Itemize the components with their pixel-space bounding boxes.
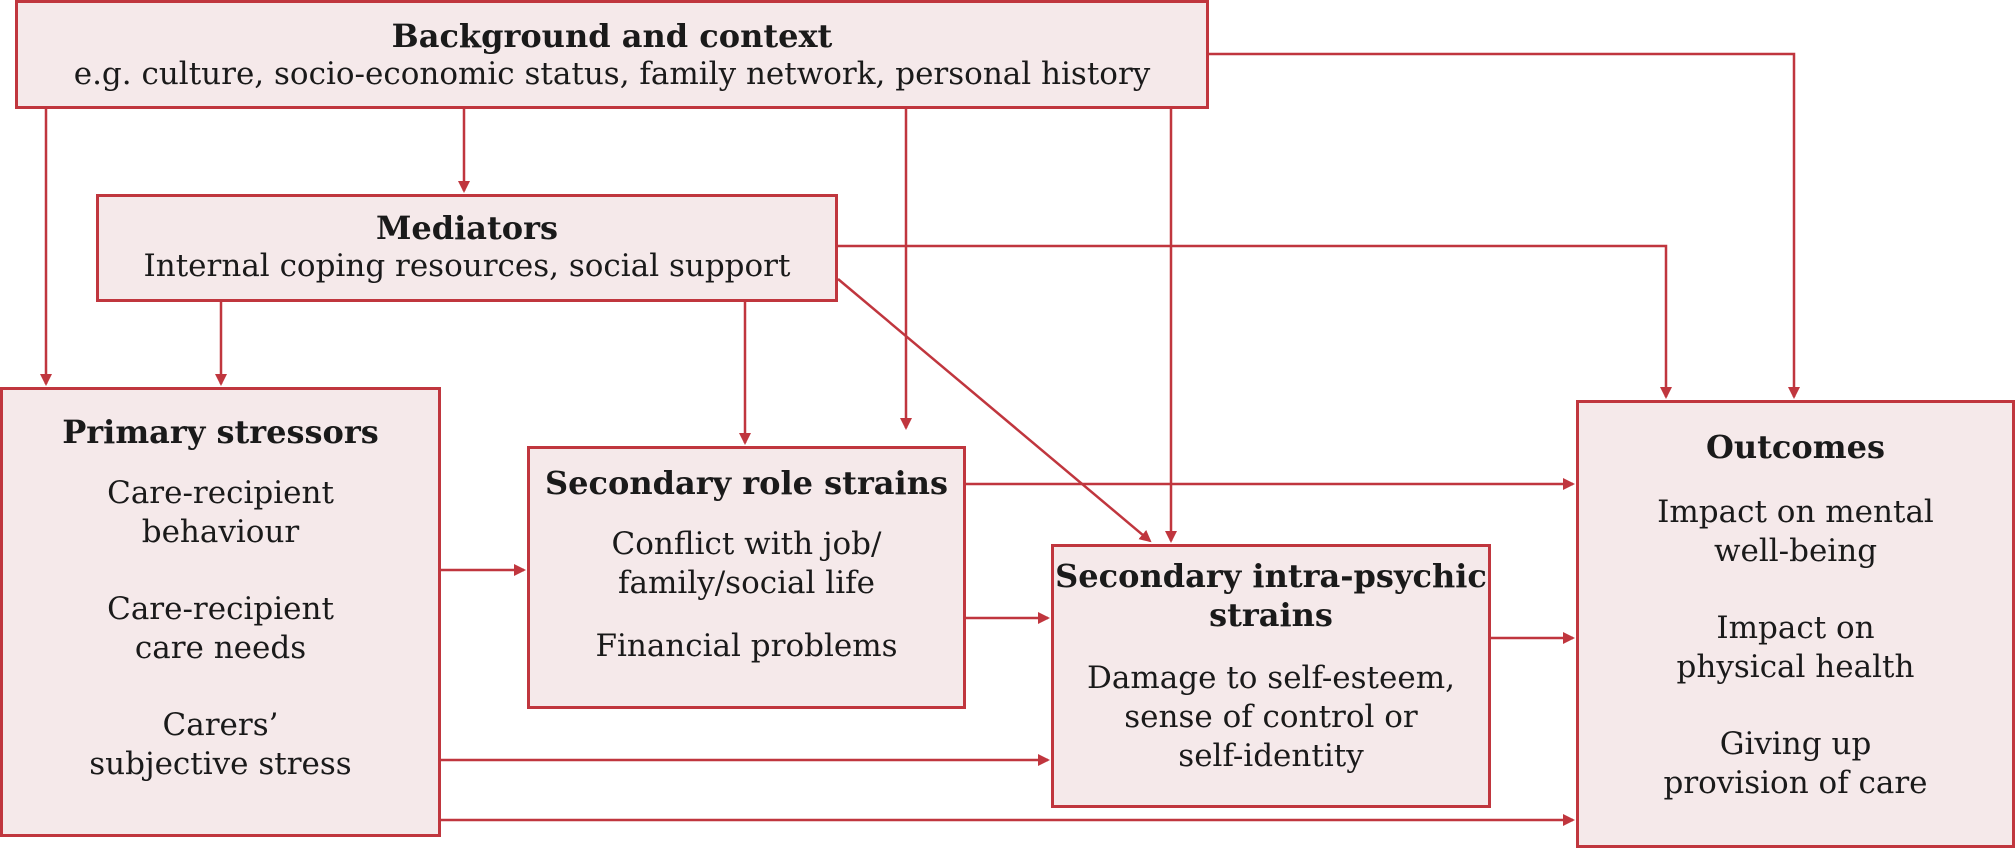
role-item: Financial problems [530,627,963,666]
primary-item-line: Care-recipient [107,475,334,511]
arrow-mediators-to-intra [837,278,1152,543]
arrow-background-to-outcomes [1209,52,1800,399]
intra-item-line: self-identity [1178,738,1364,774]
primary-title: Primary stressors [62,413,379,451]
secondary-intra-psychic-strains-box: Secondary intra-psychic strains Damage t… [1051,544,1491,808]
intra-title-line: strains [1209,596,1333,634]
outcomes-item: Giving up provision of care [1579,725,2012,803]
mediators-title: Mediators [375,209,559,247]
outcomes-item: Impact on mental well-being [1579,493,2012,571]
primary-item-line: Carers’ [162,707,279,743]
primary-item: Care-recipient care needs [3,590,438,668]
role-item-line: Conflict with job/ [611,526,882,562]
mediators-box: Mediators Internal coping resources, soc… [96,194,838,302]
primary-item: Care-recipient behaviour [3,474,438,552]
outcomes-item-line: provision of care [1663,765,1928,801]
secondary-role-strains-box: Secondary role strains Conflict with job… [527,446,966,709]
background-context-box: Background and context e.g. culture, soc… [15,0,1209,109]
outcomes-item-line: Giving up [1719,726,1872,762]
primary-item: Carers’ subjective stress [3,706,438,784]
outcomes-item-line: Impact on [1716,610,1875,646]
intra-item-line: Damage to self-esteem, [1087,660,1455,696]
outcomes-item: Impact on physical health [1579,609,2012,687]
primary-stressors-box: Primary stressors Care-recipient behavio… [0,387,441,837]
intra-title: Secondary intra-psychic strains [1054,557,1488,635]
outcomes-item-line: Impact on mental [1657,494,1934,530]
background-title: Background and context [391,17,833,55]
mediators-subtitle: Internal coping resources, social suppor… [143,248,791,284]
outcomes-title: Outcomes [1706,428,1885,466]
primary-item-line: Care-recipient [107,591,334,627]
outcomes-item-line: physical health [1676,649,1915,685]
role-item-line: family/social life [618,565,875,601]
arrow-mediators-to-outcomes [838,244,1672,399]
outcomes-item-line: well-being [1713,533,1878,569]
intra-item-line: sense of control or [1124,699,1418,735]
role-item: Conflict with job/ family/social life [530,525,963,603]
role-title: Secondary role strains [545,464,948,502]
primary-item-line: behaviour [141,514,300,550]
primary-item-line: subjective stress [89,746,352,782]
intra-item: Damage to self-esteem, sense of control … [1054,659,1488,776]
role-item-line: Financial problems [595,628,898,664]
primary-item-line: care needs [134,630,307,666]
background-subtitle: e.g. culture, socio-economic status, fam… [73,56,1151,92]
outcomes-box: Outcomes Impact on mental well-being Imp… [1576,400,2015,848]
intra-title-line: Secondary intra-psychic [1055,557,1487,595]
